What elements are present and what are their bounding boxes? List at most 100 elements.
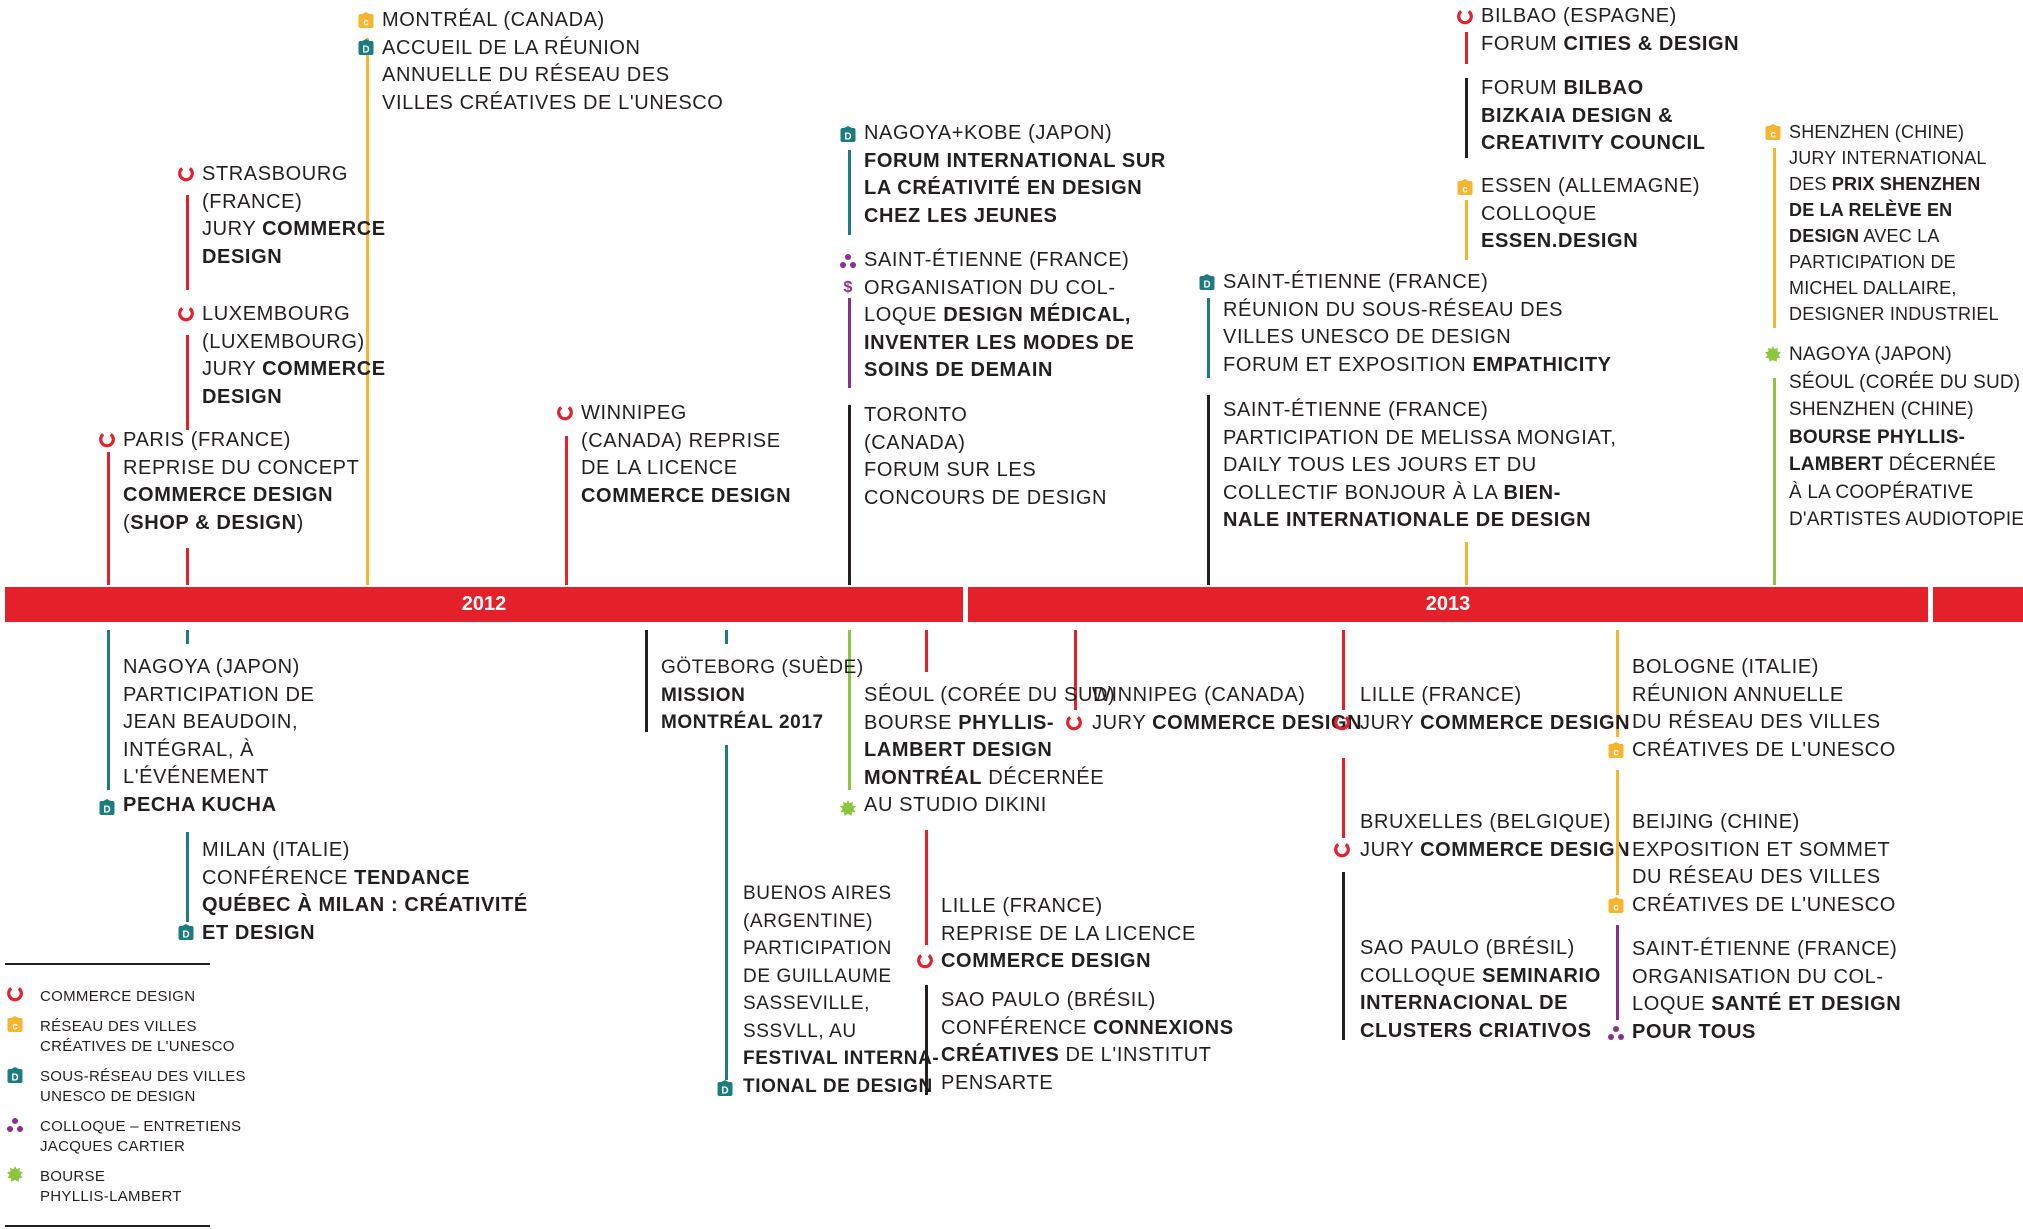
year-label-2013: 2013 [1425,593,1471,615]
event-bilbao: BILBAO (ESPAGNE) FORUM CITIES & DESIGN [1481,5,1740,55]
event-lille-licence: LILLE (FRANCE) REPRISE DE LA LICENCE COM… [941,895,1196,972]
bourse-icon [7,1166,23,1182]
event-seoul-bourse: SÉOUL (CORÉE DU SUD) BOURSE PHYLLIS- LAM… [864,684,1116,816]
event-line [1465,78,1468,158]
reseau-villes-creatives-icon [1608,897,1624,913]
connector-line [1616,630,1619,737]
timeline-band-end [1933,587,2023,622]
legend-commerce: COMMERCE DESIGN [40,988,196,1005]
connector-line [107,630,110,790]
event-strasbourg: STRASBOURG (FRANCE) JURY COMMERCE DESIGN [202,163,386,268]
event-toronto: TORONTO (CANADA) FORUM SUR LES CONCOURS … [864,404,1108,509]
event-bilbao-bizkaia: FORUM BILBAO BIZKAIA DESIGN & CREATIVITY… [1481,77,1706,154]
bourse-icon [840,800,856,816]
legend-colloque: COLLOQUE – ENTRETIENS JACQUES CARTIER [40,1118,242,1155]
event-line [1342,758,1345,838]
reseau-villes-creatives-icon [1457,179,1473,195]
commerce-design-icon [557,405,573,421]
colloque-icon [840,253,856,269]
event-nagoya-pecha-kucha: NAGOYA (JAPON) PARTICIPATION DE JEAN BEA… [123,656,315,816]
event-st-etienne-empathicity: SAINT-ÉTIENNE (FRANCE) RÉUNION DU SOUS-R… [1223,271,1612,376]
commerce-design-icon [1457,9,1473,25]
event-line [186,195,189,290]
sous-reseau-design-icon [840,126,856,142]
event-bologne: BOLOGNE (ITALIE) RÉUNION ANNUELLE DU RÉS… [1632,656,1896,761]
sous-reseau-design-icon [717,1080,733,1096]
event-bruxelles: BRUXELLES (BELGIQUE) JURY COMMERCE DESIG… [1360,811,1631,861]
commerce-design-icon [917,953,933,969]
event-nagoya-kobe: NAGOYA+KOBE (JAPON) FORUM INTERNATIONAL … [864,122,1166,227]
event-winnipeg-licence: WINNIPEG (CANADA) REPRISE DE LA LICENCE … [581,402,792,507]
event-line [925,830,928,945]
event-goteborg: GÖTEBORG (SUÈDE) MISSION MONTRÉAL 2017 [661,657,864,733]
event-line [186,335,189,430]
event-paris: PARIS (FRANCE) REPRISE DU CONCEPT COMMER… [123,429,360,534]
event-line [848,150,851,235]
event-st-etienne-biennale: SAINT-ÉTIENNE (FRANCE) PARTICIPATION DE … [1223,399,1617,531]
commerce-design-icon [1334,842,1350,858]
legend-sous-reseau: SOUS-RÉSEAU DES VILLES UNESCO DE DESIGN [40,1068,246,1105]
event-line [925,985,928,1095]
event-line [1207,298,1210,378]
timeline-band-2013: 2013 [968,587,1928,622]
connector-line [1207,395,1210,585]
sous-reseau-design-icon [358,39,374,55]
connector-line [725,630,728,644]
connector-line [565,436,568,585]
event-luxembourg: LUXEMBOURG (LUXEMBOURG) JURY COMMERCE DE… [202,303,386,408]
event-milan: MILAN (ITALIE) CONFÉRENCE TENDANCE QUÉBE… [202,839,528,944]
event-line [1773,148,1776,328]
colloque-icon [7,1117,23,1133]
connector-line [366,38,369,585]
event-bourse-audiotopie: NAGOYA (JAPON) SÉOUL (CORÉE DU SUD) SHEN… [1789,344,2023,530]
connector-line [107,452,110,585]
bourse-icon [1765,346,1781,362]
event-line [1342,872,1345,1040]
event-line [1465,32,1468,64]
connector-line [848,630,851,790]
event-st-etienne-design-medical: SAINT-ÉTIENNE (FRANCE) ORGANISATION DU C… [864,249,1135,381]
event-sao-paulo-seminario: SAO PAULO (BRÉSIL) COLLOQUE SEMINARIO IN… [1360,937,1601,1042]
event-winnipeg-jury: WINNIPEG (CANADA) JURY COMMERCE DESIGN [1092,684,1363,734]
connector-line [1465,542,1468,585]
event-line [1465,200,1468,260]
commerce-design-icon [1066,715,1082,731]
event-buenos-aires: BUENOS AIRES (ARGENTINE) PARTICIPATION D… [743,883,940,1097]
connector-line [848,405,851,585]
event-beijing: BEIJING (CHINE) EXPOSITION ET SOMMET DU … [1632,811,1896,916]
sous-reseau-design-icon [7,1067,23,1083]
sous-reseau-design-icon [1199,274,1215,290]
connector-line [186,630,189,644]
event-st-etienne-sante: SAINT-ÉTIENNE (FRANCE) ORGANISATION DU C… [1632,938,1902,1043]
year-label-2012: 2012 [461,593,507,615]
event-line [848,298,851,388]
event-line [186,832,189,922]
commerce-design-icon [99,432,115,448]
dollar-icon [840,278,856,294]
event-sao-paulo-pensarte: SAO PAULO (BRÉSIL) CONFÉRENCE CONNEXIONS… [941,989,1234,1094]
connector-line [186,548,189,585]
event-line [1616,770,1619,895]
commerce-design-icon [7,986,23,1002]
event-montreal: MONTRÉAL (CANADA) ACCUEIL DE LA RÉUNION … [382,9,724,114]
commerce-design-icon [1334,715,1350,731]
legend-bourse: BOURSE PHYLLIS-LAMBERT [40,1168,182,1205]
reseau-villes-creatives-icon [1608,742,1624,758]
commerce-design-icon [178,306,194,322]
event-shenzhen: SHENZHEN (CHINE) JURY INTERNATIONAL DES … [1789,122,1999,324]
event-essen: ESSEN (ALLEMAGNE) COLLOQUE ESSEN.DESIGN [1481,175,1701,252]
reseau-villes-creatives-icon [1765,124,1781,140]
event-line [725,745,728,1080]
colloque-icon [1608,1025,1624,1041]
connector-line [645,630,648,732]
reseau-villes-creatives-icon [7,1016,23,1032]
sous-reseau-design-icon [99,799,115,815]
timeline-band-2012: 2012 [5,587,963,622]
connector-line [925,630,928,672]
legend-divider-top [5,963,210,965]
event-line [1616,925,1619,1020]
connector-line [1342,630,1345,710]
connector-line [1773,513,1776,585]
commerce-design-icon [178,166,194,182]
connector-line [1074,630,1077,710]
